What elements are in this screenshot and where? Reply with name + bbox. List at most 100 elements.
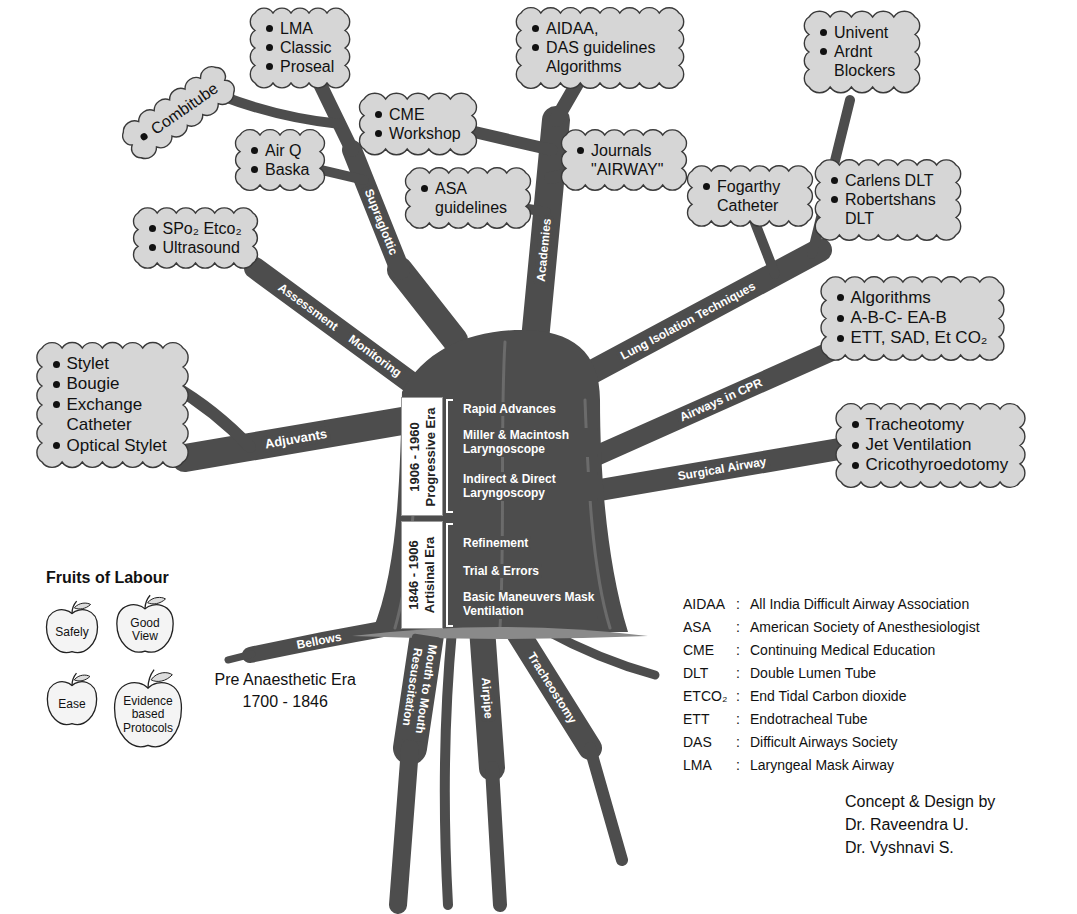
cloud-item-text: Baska — [265, 160, 309, 179]
era-board: 1846 - 1906Artisinal Era — [402, 522, 442, 628]
era-text-column: 1846 - 1906Artisinal Era — [402, 522, 442, 628]
cloud-node: LMAClassicProseal — [248, 6, 352, 90]
cloud-outline-path — [562, 130, 687, 190]
cloud-node: CMEWorkshop — [357, 92, 479, 156]
cloud-outline-path — [516, 8, 683, 89]
apple-leaf — [74, 675, 90, 681]
tree-trunk — [372, 330, 628, 632]
text-label: Laryngeal Mask Airway — [750, 757, 894, 774]
trunk-label: Basic Maneuvers Mask Ventilation — [460, 590, 598, 619]
bullet-row: Ultrasound — [149, 238, 242, 257]
trunk-label: Trial & Errors — [460, 564, 542, 578]
bullet-dot — [831, 196, 838, 203]
cloud-node: UniventArdnt Blockers — [802, 10, 922, 94]
text-label: ASA — [683, 619, 711, 636]
bullet-row: Fogarthy Catheter — [703, 177, 797, 215]
cloud-item-text: Classic — [280, 38, 332, 57]
bullet-dot — [852, 421, 859, 428]
branch-label: Airways in CPR — [675, 374, 767, 426]
cloud-node: Journals "AIRWAY" — [559, 128, 689, 192]
cloud-outline-path — [804, 11, 919, 92]
cloud-outline — [559, 128, 689, 192]
bullet-dot — [837, 315, 844, 322]
branch-label: Bellows — [292, 629, 345, 653]
apple-text: Ease — [58, 698, 85, 711]
bullet-dot — [852, 442, 859, 449]
cloud-item-text: Stylet — [67, 354, 110, 374]
bullet-row: Algorithms — [837, 288, 988, 308]
bullet-row: Tracheotomy — [852, 415, 1009, 435]
bullet-row: DAS guidelines Algorithms — [532, 38, 668, 76]
era-text: Progressive Era — [422, 407, 438, 506]
cloud-item-text: Cricothyroedotomy — [866, 455, 1009, 475]
text-label: : — [736, 642, 740, 659]
trunk-label: Miller & Macintosh Laryngoscope — [460, 428, 598, 457]
cloud-node: StyletBougieExchange CatheterOptical Sty… — [35, 341, 190, 469]
apple-leaf — [74, 603, 90, 609]
branch — [222, 96, 340, 124]
branch-label: Monitoring — [343, 330, 406, 382]
apple-leaf — [148, 597, 166, 604]
bullet-dot — [266, 63, 273, 70]
cloud-node: ASA guidelines — [403, 166, 533, 230]
bullet-row: SPo₂ Etco₂ — [149, 219, 242, 238]
root — [250, 628, 388, 655]
era-bracket — [447, 400, 453, 626]
text-label: : — [736, 711, 740, 728]
cloud-outline-path — [821, 276, 1004, 359]
bullet-row: Exchange Catheter — [53, 395, 172, 436]
bullet-dot — [837, 294, 844, 301]
cloud-node: Combitube — [113, 57, 243, 167]
cloud-node: Fogarthy Catheter — [685, 164, 815, 228]
apple-text-holder: Evidence based Protocols — [117, 695, 179, 735]
apple-stem — [148, 670, 154, 688]
apple-fruit: Ease — [44, 672, 100, 728]
bullet-dot — [53, 442, 60, 449]
text-label: : — [736, 619, 740, 636]
bullet-row: Proseal — [266, 57, 334, 76]
root — [445, 630, 452, 905]
text-label: Double Lumen Tube — [750, 665, 876, 682]
cloud-node: SPo₂ Etco₂Ultrasound — [131, 206, 260, 270]
cloud-item-text: ETT, SAD, Et CO₂ — [851, 328, 988, 348]
text-label: : — [736, 734, 740, 751]
apple-stem — [72, 673, 76, 685]
root — [398, 748, 410, 905]
cloud-item-text: ASA guidelines — [435, 179, 515, 217]
cloud-outline-path — [815, 160, 960, 240]
branch — [400, 270, 455, 340]
bullet-dot — [831, 177, 838, 184]
branch-label: Lung Isolation Techniques — [615, 278, 760, 365]
cloud-outline — [403, 166, 533, 230]
cloud-outline-path — [836, 403, 1025, 487]
cloud-item-text: Algorithms — [851, 288, 931, 308]
apple-leaf — [151, 673, 172, 682]
bullet-row: Optical Stylet — [53, 436, 172, 456]
root — [590, 748, 622, 860]
text-label: End Tidal Carbon dioxide — [750, 688, 906, 705]
cloud-item-text: Univent — [834, 23, 888, 42]
branch-label: Assessment — [273, 278, 343, 335]
text-label: : — [736, 688, 740, 705]
ground-grass — [352, 627, 648, 639]
text-label: CME — [683, 642, 714, 659]
apple-text: Safely — [55, 626, 88, 639]
bullet-dot — [421, 185, 428, 192]
bullet-dot — [820, 29, 827, 36]
branch-label: Tracheostomy — [523, 647, 582, 729]
text-label: : — [736, 596, 740, 613]
cloud-outline-path — [406, 168, 531, 228]
era-text: 1906 - 1960 — [406, 422, 422, 491]
bullet-dot — [703, 183, 710, 190]
cloud-outline-path — [116, 60, 239, 163]
bullet-dot — [53, 401, 60, 408]
root — [492, 768, 500, 905]
bullet-row: CME — [375, 105, 461, 124]
bullet-row: LMA — [266, 19, 334, 38]
apple-text: Evidence based Protocols — [117, 695, 179, 735]
apple-stem — [145, 595, 150, 609]
root — [228, 654, 252, 660]
cloud-outline-path — [36, 343, 187, 468]
text-label: ETT — [683, 711, 709, 728]
cloud-item-text: Jet Ventilation — [866, 435, 972, 455]
